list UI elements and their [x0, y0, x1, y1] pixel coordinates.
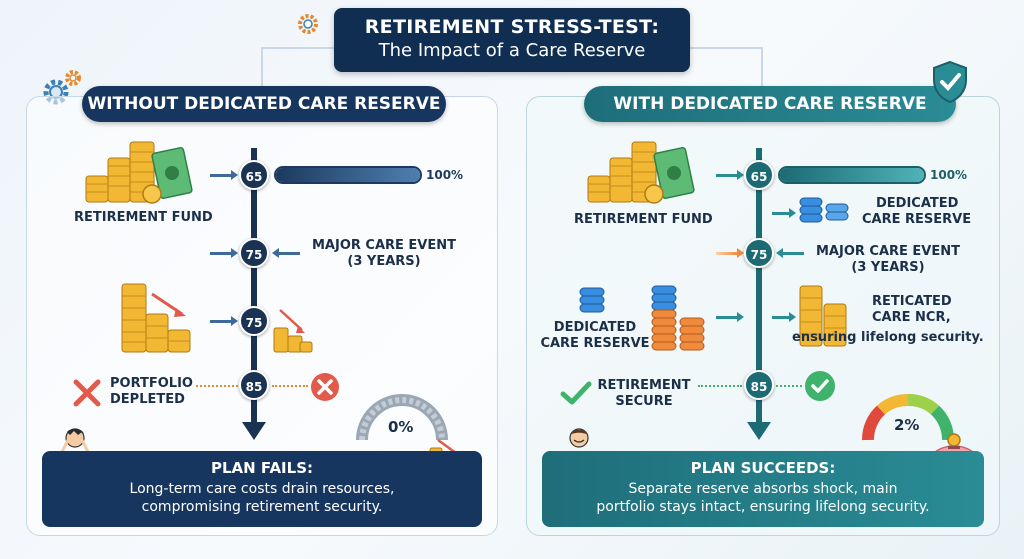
- title-connector: [261, 47, 763, 96]
- left-progress-bar: [274, 166, 422, 184]
- coin-stack-icon: [85, 141, 193, 204]
- right-node-75: 75: [744, 238, 774, 268]
- left-result-line-1: Long-term care costs drain resources,: [129, 481, 395, 497]
- left-outcome-line-1: PORTFOLIO: [110, 376, 193, 391]
- right-event-arrow: [776, 248, 804, 258]
- split-coins-icon: [651, 285, 705, 351]
- right-gauge-value: 2%: [894, 416, 920, 434]
- gauge-icon: [356, 394, 448, 441]
- reserve-coins-icon: [579, 287, 605, 313]
- right-panel-header: WITH DEDICATED CARE RESERVE: [584, 86, 956, 122]
- right-timeline: [756, 148, 762, 426]
- cash-icon: [151, 146, 193, 200]
- left-node-65: 65: [239, 160, 269, 190]
- right-reserve-line-1: DEDICATED: [876, 196, 959, 211]
- left-gauge-value: 0%: [388, 418, 414, 436]
- x-mark-icon: [73, 379, 101, 407]
- right-progress-bar: [778, 166, 926, 184]
- right-result-line-1: Separate reserve absorbs shock, main: [628, 481, 898, 497]
- left-arrow-75b: [210, 316, 238, 326]
- gear-icon: [43, 70, 81, 105]
- right-arrow-mid: [716, 312, 744, 322]
- right-event-label: MAJOR CARE EVENT (3 YEARS): [808, 244, 968, 276]
- left-arrow-75: [210, 248, 238, 258]
- left-node-75b: 75: [239, 306, 269, 336]
- main-title-box: RETIREMENT STRESS-TEST: The Impact of a …: [334, 8, 690, 72]
- coin-stack-icon: [587, 141, 695, 204]
- left-outcome-dotted-line: [196, 385, 238, 387]
- shield-check-icon: [933, 60, 967, 104]
- reserve-coins-icon: [799, 197, 849, 223]
- right-reserve-line-2: CARE RESERVE: [862, 212, 972, 227]
- right-arrow-75: [716, 248, 744, 258]
- right-result-box: PLAN SUCCEEDS: Separate reserve absorbs …: [542, 451, 984, 527]
- title-line-1: RETIREMENT STRESS-TEST:: [364, 16, 660, 38]
- right-reserve-arrow: [772, 208, 796, 218]
- left-node-85: 85: [239, 370, 269, 400]
- left-timeline: [251, 148, 257, 426]
- coin-stack-icon: [799, 285, 847, 347]
- left-outcome-label: PORTFOLIO DEPLETED: [110, 376, 193, 408]
- right-event-line-2: (3 YEARS): [851, 260, 925, 275]
- right-arrow-ncr: [772, 312, 796, 322]
- coin-stack-icon: [273, 309, 313, 353]
- right-event-line-1: MAJOR CARE EVENT: [815, 244, 960, 259]
- left-progress-label: 100%: [426, 168, 464, 182]
- right-reserve-label-2: DEDICATED CARE RESERVE: [540, 320, 650, 352]
- right-ncr-label: RETICATED CARE NCR,: [862, 294, 1002, 326]
- right-node-85: 85: [744, 370, 774, 400]
- right-ncr-line-1: RETICATED: [872, 294, 952, 309]
- left-event-label: MAJOR CARE EVENT (3 YEARS): [304, 238, 464, 270]
- right-progress-fill: [780, 168, 924, 182]
- right-reserve2-line-2: CARE RESERVE: [540, 336, 650, 351]
- left-node-75: 75: [239, 238, 269, 268]
- left-event-line-1: MAJOR CARE EVENT: [311, 238, 456, 253]
- right-progress-label: 100%: [930, 168, 968, 182]
- cash-icon: [653, 146, 695, 200]
- left-result-box: PLAN FAILS: Long-term care costs drain r…: [42, 451, 482, 527]
- right-arrow-65: [716, 170, 744, 180]
- right-reserve2-line-1: DEDICATED: [553, 320, 637, 335]
- right-fund-label: RETIREMENT FUND: [574, 212, 713, 227]
- gear-icon: [298, 14, 318, 34]
- check-mark-icon: [805, 371, 835, 401]
- left-result-line-2: compromising retirement security.: [141, 499, 383, 515]
- coin-stack-icon: [121, 283, 191, 353]
- check-mark-icon: [560, 381, 592, 405]
- right-node-65: 65: [744, 160, 774, 190]
- left-fund-label: RETIREMENT FUND: [74, 210, 213, 225]
- right-result-line-2: portfolio stays intact, ensuring lifelon…: [596, 499, 930, 515]
- left-arrow-65: [210, 170, 238, 180]
- right-outcome-line-2: SECURE: [615, 394, 673, 409]
- x-mark-icon: [311, 373, 339, 401]
- right-timeline-arrow: [747, 422, 771, 440]
- left-progress-fill: [276, 168, 420, 182]
- right-result-title: PLAN SUCCEEDS:: [690, 459, 836, 477]
- right-outcome-dotted-line: [698, 385, 742, 387]
- left-outcome-line-2: DEPLETED: [110, 392, 185, 407]
- right-outcome-label: RETIREMENT SECURE: [596, 378, 692, 410]
- right-ncr-line-3: ensuring lifelong security.: [792, 330, 984, 345]
- left-result-title: PLAN FAILS:: [210, 459, 313, 477]
- left-outcome-dotted-line-2: [272, 385, 308, 387]
- title-line-2: The Impact of a Care Reserve: [378, 40, 646, 61]
- left-event-line-2: (3 YEARS): [347, 254, 421, 269]
- right-reserve-label: DEDICATED CARE RESERVE: [862, 196, 971, 228]
- right-outcome-dotted-line-2: [776, 385, 802, 387]
- right-ncr-line-2: CARE NCR,: [872, 310, 951, 325]
- right-outcome-line-1: RETIREMENT: [597, 378, 691, 393]
- left-panel-header: WITHOUT DEDICATED CARE RESERVE: [82, 86, 446, 122]
- left-timeline-arrow: [242, 422, 266, 440]
- left-event-arrow: [272, 248, 300, 258]
